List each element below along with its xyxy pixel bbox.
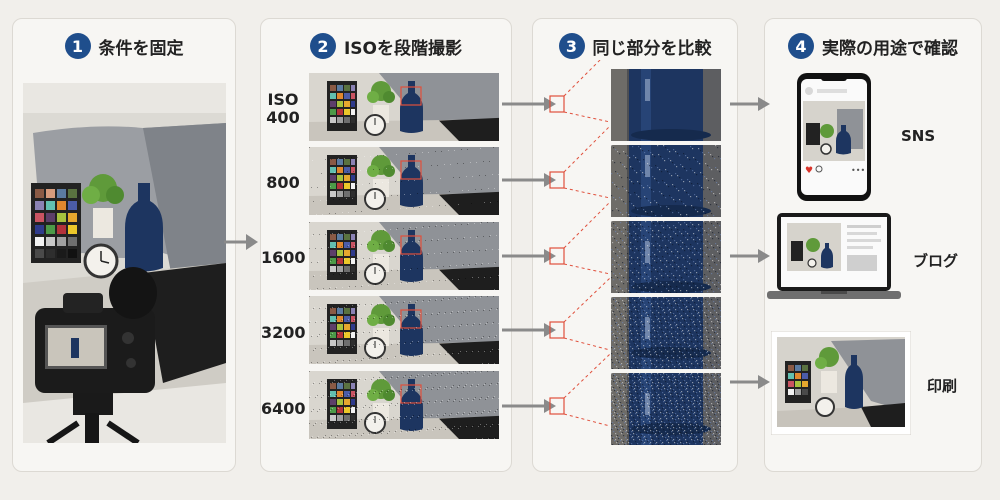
zoomed-crop — [611, 145, 721, 217]
iso-thumbnail — [309, 371, 499, 439]
panel-compare-crops: 3 同じ部分を比較 — [532, 18, 738, 472]
row-arrow — [502, 353, 611, 427]
iso-thumbnail — [309, 296, 499, 364]
zoom-connectors — [502, 60, 611, 427]
step-2-number: 2 — [309, 33, 336, 59]
step-3-number: 3 — [558, 33, 585, 59]
use-arrow — [730, 249, 770, 263]
row-arrow — [502, 125, 611, 199]
panel-fix-conditions: 1 条件を固定 — [12, 18, 236, 472]
use-label-sns: SNS — [901, 127, 936, 145]
svg-text:•••: ••• — [851, 166, 865, 175]
step-1-number: 1 — [64, 33, 91, 59]
step-1-header: 1 条件を固定 — [13, 33, 235, 59]
step-2-header: 2 ISOを段階撮影 — [261, 33, 511, 59]
step-1-title: 条件を固定 — [98, 38, 184, 59]
iso-label-800: 800 — [266, 173, 300, 192]
zoomed-crop — [611, 221, 721, 293]
laptop-mockup — [767, 213, 901, 305]
iso-thumbnail — [309, 147, 499, 215]
print-mockup — [771, 331, 911, 435]
row-arrow — [502, 60, 611, 123]
step-2-title: ISOを段階撮影 — [343, 38, 463, 59]
zoomed-crop — [611, 297, 721, 369]
arrows-step3-to-step4 — [730, 97, 770, 389]
use-label-print: 印刷 — [927, 377, 958, 395]
iso-thumbnail — [309, 222, 499, 290]
iso-label-6400: 6400 — [261, 399, 306, 418]
zoomed-crop — [611, 69, 721, 141]
camera-setup-photo — [23, 83, 226, 443]
arrow-step1-to-step2 — [224, 234, 258, 250]
step-3-title: 同じ部分を比較 — [592, 38, 712, 59]
step-3-header: 3 同じ部分を比較 — [533, 33, 737, 59]
iso-label-1600: 1600 — [261, 248, 306, 267]
row-arrow — [502, 201, 611, 275]
panel-real-use: 4 実際の用途で確認 ♥ ••• SNS — [764, 18, 982, 472]
iso-thumbnail — [309, 73, 499, 141]
step-4-number: 4 — [788, 33, 814, 59]
use-label-blog: ブログ — [913, 252, 959, 270]
smartphone-mockup: ♥ ••• — [797, 73, 871, 201]
row-arrow — [502, 277, 611, 351]
step-4-title: 実際の用途で確認 — [822, 38, 958, 59]
step-4-header: 4 実際の用途で確認 — [765, 33, 981, 59]
use-arrow — [730, 375, 770, 389]
zoomed-crop — [611, 373, 721, 445]
iso-label-3200: 3200 — [261, 323, 306, 342]
svg-text:♥: ♥ — [805, 166, 813, 176]
color-checker — [35, 189, 77, 258]
use-arrow — [730, 97, 770, 111]
